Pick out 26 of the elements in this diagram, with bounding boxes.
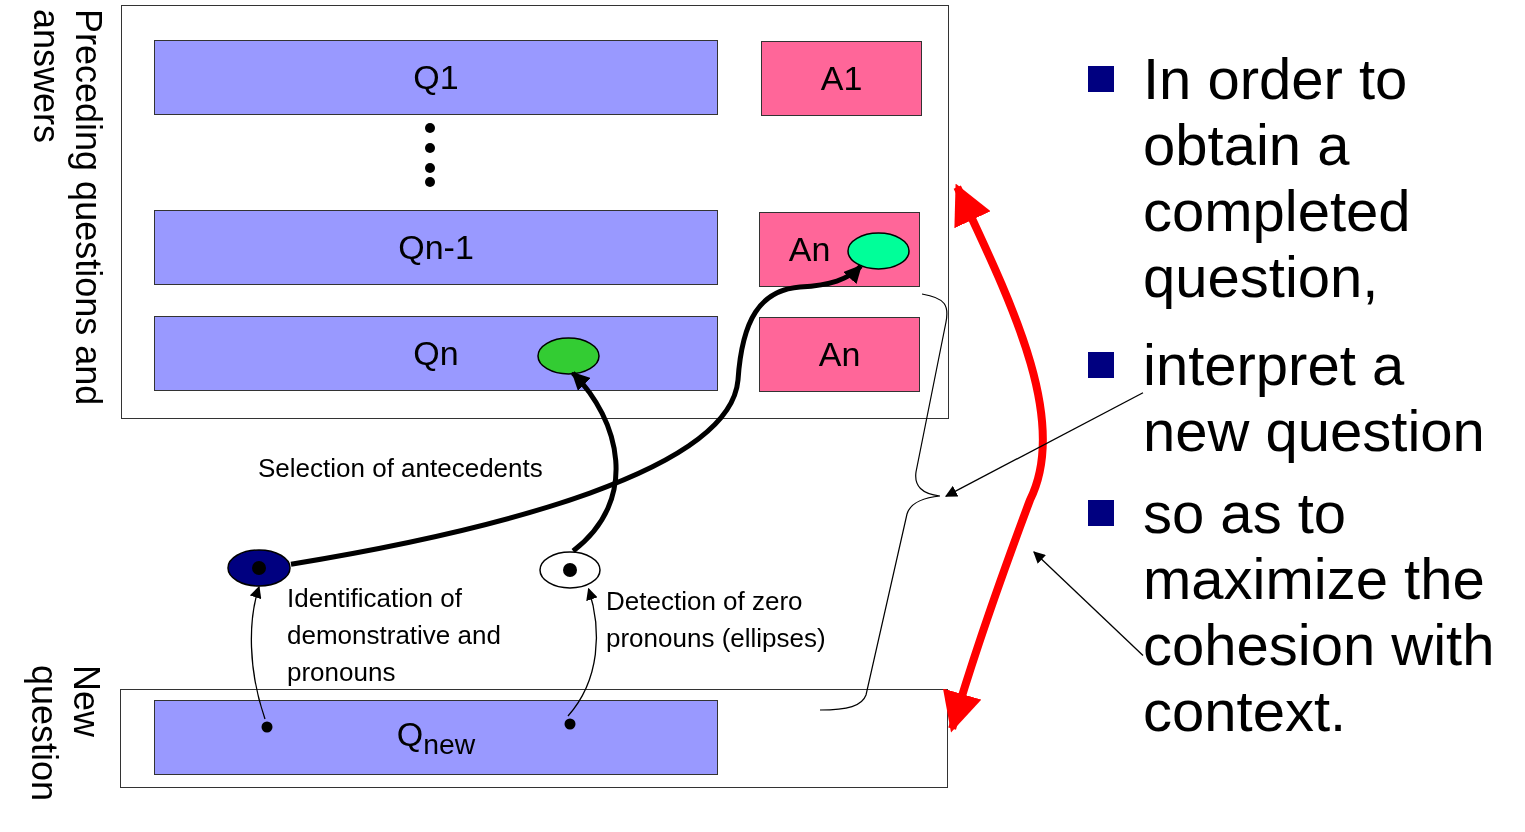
box-label: An (818, 335, 861, 374)
box-label: Qn (413, 334, 459, 373)
arrow (570, 371, 619, 553)
answer-box (761, 41, 922, 116)
box-label: An (788, 230, 831, 269)
question-box (154, 210, 718, 285)
annotation-text: Detection of zero pronouns (ellipses) (606, 585, 827, 655)
question-box (154, 700, 718, 775)
box-label: Q1 (413, 58, 459, 97)
box-label: Q$_{new}$ (396, 714, 476, 761)
bullet-text: so as to maximize the cohesion with context. (1143, 480, 1495, 743)
bullet-text: In order to obtain a completed question, (1143, 46, 1412, 310)
arrow (290, 264, 863, 567)
question-box (154, 40, 718, 115)
leader-arrow (945, 392, 1144, 497)
question-box (154, 316, 718, 391)
annotation-text: Selection of antecedents (258, 452, 544, 485)
leader-arrow (1033, 551, 1144, 657)
box-label: A1 (820, 59, 863, 98)
annotation-text: Identification of demonstrative and pronouns (287, 582, 502, 689)
group-title: New question (23, 665, 107, 804)
box-label: Qn-1 (398, 228, 474, 267)
answer-box (759, 212, 920, 287)
answer-box (759, 317, 920, 392)
group-title: Preceding questions and answers (25, 9, 109, 408)
arrow (943, 183, 1047, 733)
